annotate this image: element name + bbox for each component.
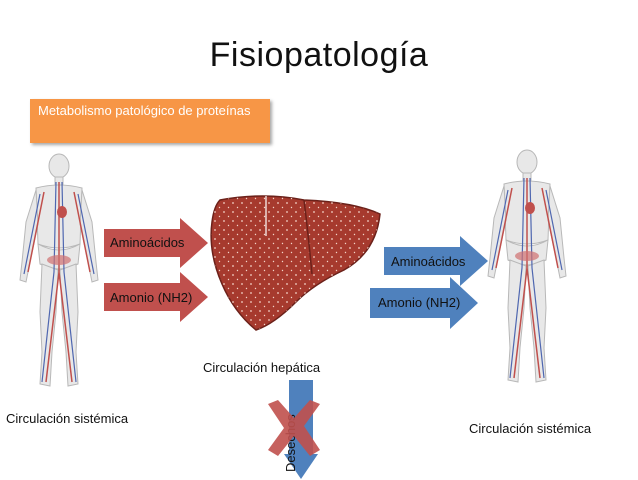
systemic-circulation-left-label: Circulación sistémica (6, 411, 129, 426)
arrow-aminoacidos-right-label: Aminoácidos (391, 254, 466, 269)
arrow-amonio-left-label: Amonio (NH2) (110, 290, 193, 305)
arrow-amonio-right (370, 277, 478, 329)
systemic-circulation-right-label: Circulación sistémica (469, 421, 592, 436)
arrow-amonio-left (104, 272, 208, 322)
page-title: Fisiopatología (209, 36, 429, 74)
hepatic-circulation-label: Circulación hepática (203, 360, 321, 375)
arrow-aminoacidos-left-label: Aminoácidos (110, 235, 185, 250)
metabolism-box: Metabolismo patológico de proteínas (30, 99, 270, 143)
liver-icon (210, 195, 381, 331)
human-body-left-icon (19, 153, 99, 387)
cross-icon (268, 400, 320, 456)
arrow-aminoacidos-right (384, 236, 488, 286)
arrow-amonio-right-label: Amonio (NH2) (378, 295, 461, 310)
arrow-aminoacidos-left (104, 218, 208, 268)
human-body-right-icon (487, 149, 567, 383)
